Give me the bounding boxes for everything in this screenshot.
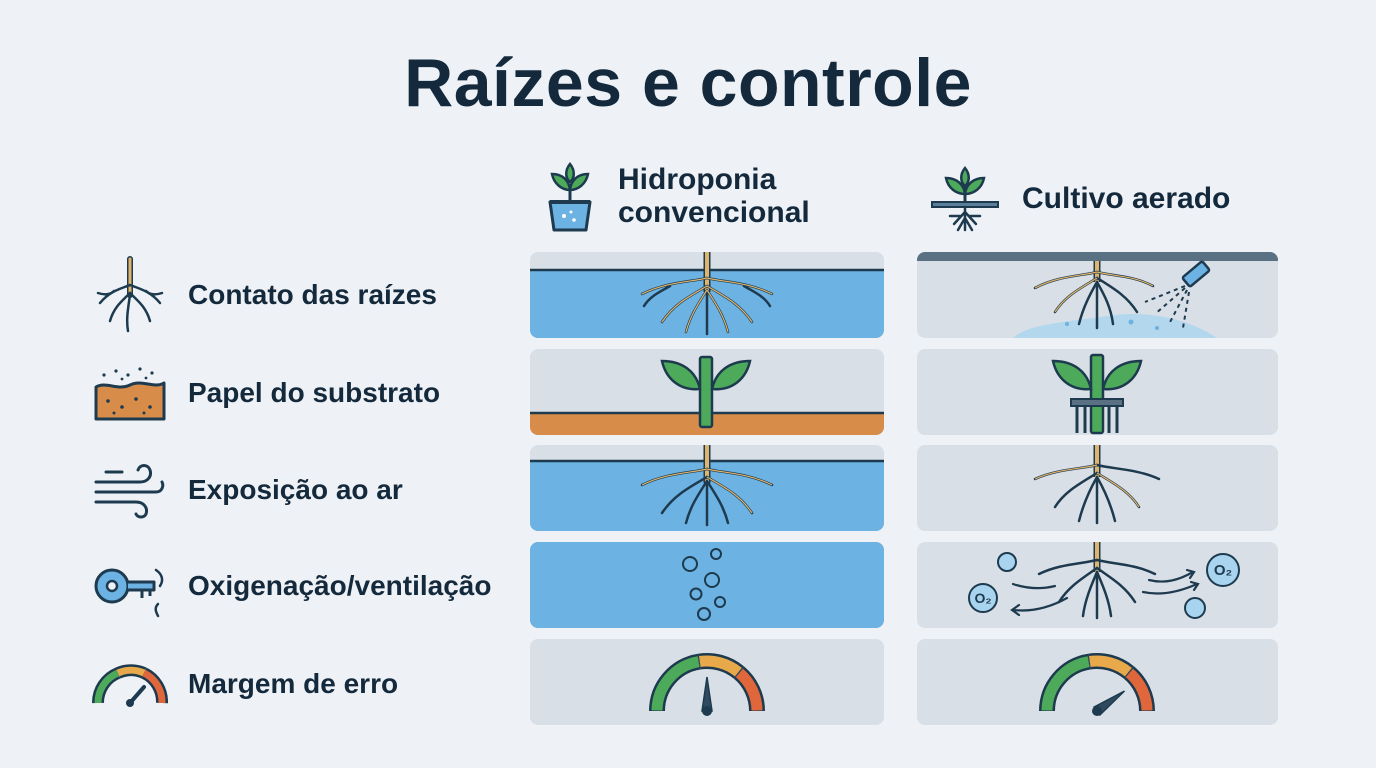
- cell-aerado-substrato: [917, 349, 1278, 435]
- roots-drawing: [1037, 542, 1157, 620]
- cell-aerado-exposicao: [917, 445, 1278, 531]
- sprayer-nozzle-icon: [1144, 260, 1211, 329]
- gauge-hub: [1092, 706, 1102, 716]
- gauge-segment: [735, 668, 763, 711]
- roots-drawing: [640, 445, 774, 527]
- roots-icon: [96, 256, 164, 333]
- wind-icon: [94, 464, 165, 519]
- column-header-cultivo-aerado: Cultivo aerado: [930, 160, 1230, 236]
- gauge-segment: [1041, 656, 1090, 711]
- seedling-drawing: [660, 355, 752, 429]
- supported-plant-drawing: [1051, 353, 1143, 435]
- roots-drawing: [640, 252, 774, 336]
- row-label-text: Papel do substrato: [188, 377, 441, 408]
- gauge-aerated: [1039, 653, 1155, 717]
- page-title: Raízes e controle: [404, 45, 972, 121]
- o2-bubble-icon: O₂ O₂: [968, 552, 1240, 619]
- column-header-label: Cultivo aerado: [1022, 181, 1231, 215]
- row-label-contato-raizes: Contato das raízes: [92, 252, 437, 338]
- gauge-hub: [702, 706, 712, 716]
- svg-text:O₂: O₂: [974, 590, 991, 606]
- bubbles-icon: [682, 548, 726, 621]
- gauge-icon: [92, 664, 168, 707]
- cell-hidroponia-contato: [530, 252, 884, 338]
- cell-hidroponia-margem: [530, 639, 884, 725]
- roots-drawing: [1033, 261, 1155, 330]
- row-label-text: Oxigenação/ventilação: [188, 570, 492, 601]
- svg-text:O₂: O₂: [1214, 562, 1232, 579]
- row-label-oxigenacao: Oxigenação/ventilação: [92, 543, 491, 629]
- cell-aerado-oxigenacao: O₂ O₂: [917, 542, 1278, 628]
- cell-hidroponia-oxigenacao: [530, 542, 884, 628]
- column-header-hidroponia: Hidroponia convencional: [544, 160, 810, 232]
- gauge-needle: [701, 676, 713, 712]
- column-header-label: Hidroponia convencional: [618, 163, 810, 229]
- airflow-arrows: [1010, 568, 1200, 617]
- soil-substrate-icon: [94, 367, 166, 421]
- cell-aerado-margem: [917, 639, 1278, 725]
- potted-plant-icon: [548, 162, 592, 232]
- row-label-exposicao-ar: Exposição ao ar: [92, 447, 403, 533]
- cell-hidroponia-substrato: [530, 349, 884, 435]
- gauge-conventional: [649, 653, 765, 716]
- row-label-text: Exposição ao ar: [188, 474, 403, 505]
- plant-on-platform-icon: [931, 166, 999, 232]
- gauge-segment: [699, 655, 742, 677]
- roots-drawing: [1033, 445, 1161, 525]
- gauge-segment: [1089, 655, 1132, 677]
- gauge-segment: [651, 656, 700, 711]
- row-label-papel-substrato: Papel do substrato: [92, 350, 440, 436]
- row-label-text: Contato das raízes: [188, 279, 437, 310]
- row-label-margem-erro: Margem de erro: [92, 641, 398, 727]
- key-icon: [94, 568, 164, 618]
- cell-aerado-contato: [917, 252, 1278, 338]
- cell-hidroponia-exposicao: [530, 445, 884, 531]
- row-label-text: Margem de erro: [188, 668, 399, 699]
- gauge-segment: [1125, 668, 1153, 711]
